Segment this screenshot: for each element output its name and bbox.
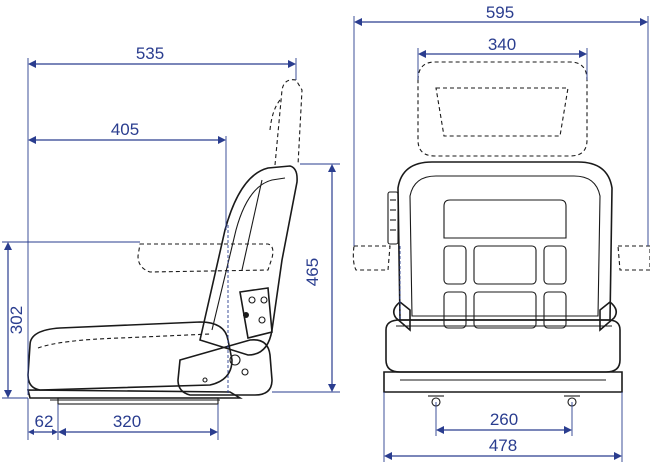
dim-535: 535: [27, 44, 297, 395]
side-view: [26, 79, 303, 405]
dim-465: 465: [272, 163, 340, 393]
dim-label-302: 302: [7, 306, 26, 334]
dim-label-62: 62: [35, 412, 54, 431]
dim-label-465: 465: [303, 258, 322, 286]
dim-405: 405: [28, 120, 227, 230]
dim-320: 320: [58, 404, 219, 440]
dim-label-595: 595: [486, 3, 514, 22]
dim-595: 595: [353, 3, 649, 246]
dim-340: 340: [417, 35, 588, 80]
dim-478: 478: [383, 392, 623, 462]
dim-label-340: 340: [488, 35, 516, 54]
dim-260: 260: [435, 402, 573, 436]
dim-label-405: 405: [111, 120, 139, 139]
dim-label-478: 478: [489, 436, 517, 455]
dim-label-535: 535: [136, 44, 164, 63]
dim-302: 302: [2, 241, 140, 399]
dim-label-260: 260: [490, 410, 518, 429]
front-view: [352, 61, 650, 407]
dim-label-320: 320: [113, 412, 141, 431]
dim-62: 62: [27, 398, 59, 440]
